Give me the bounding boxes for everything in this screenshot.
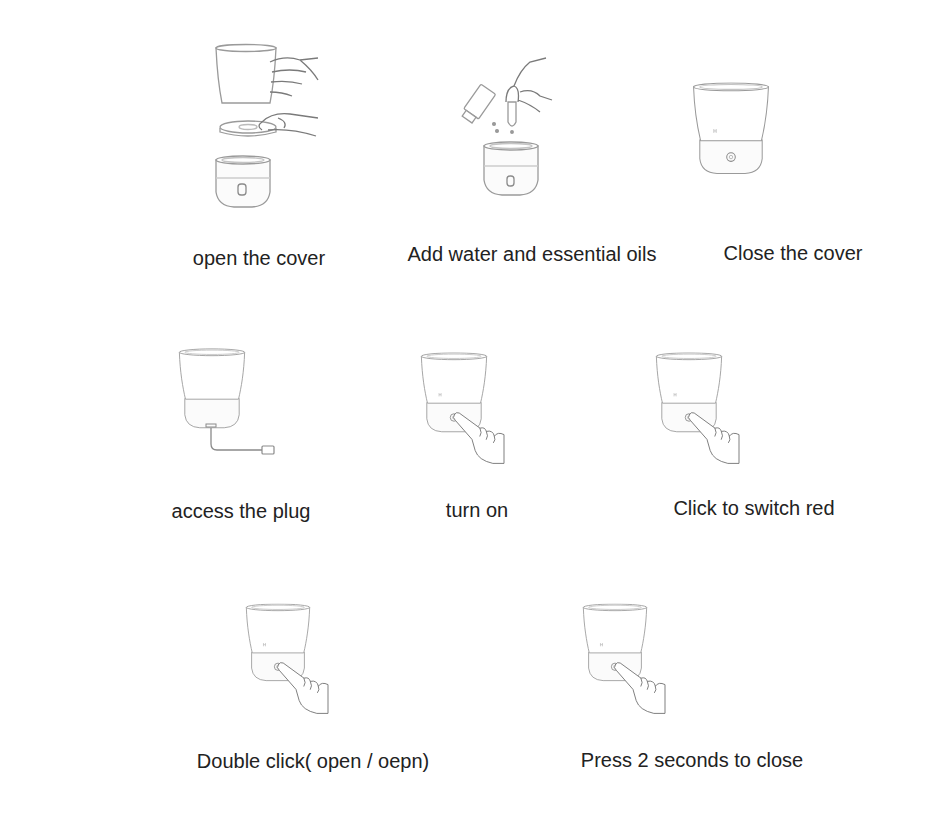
plug-figure: [179, 349, 274, 454]
step-caption: turn on: [446, 498, 508, 522]
closed-diffuser: [694, 83, 769, 173]
double-click-figure: [246, 604, 328, 713]
step-caption: open the cover: [193, 246, 325, 270]
add-water-figure: [460, 58, 552, 195]
step-caption: access the plug: [172, 499, 311, 523]
open-cover-figure: [216, 45, 318, 208]
step-caption: Double click( open / oepn): [197, 749, 429, 773]
turn-on-figure: [421, 353, 504, 464]
step-caption: Add water and essential oils: [407, 242, 656, 266]
press-close-figure: [583, 604, 665, 713]
switch-figure: [656, 353, 739, 464]
step-caption: Press 2 seconds to close: [581, 748, 803, 772]
step-caption: Close the cover: [724, 241, 863, 265]
step-caption: Click to switch red: [673, 496, 834, 520]
